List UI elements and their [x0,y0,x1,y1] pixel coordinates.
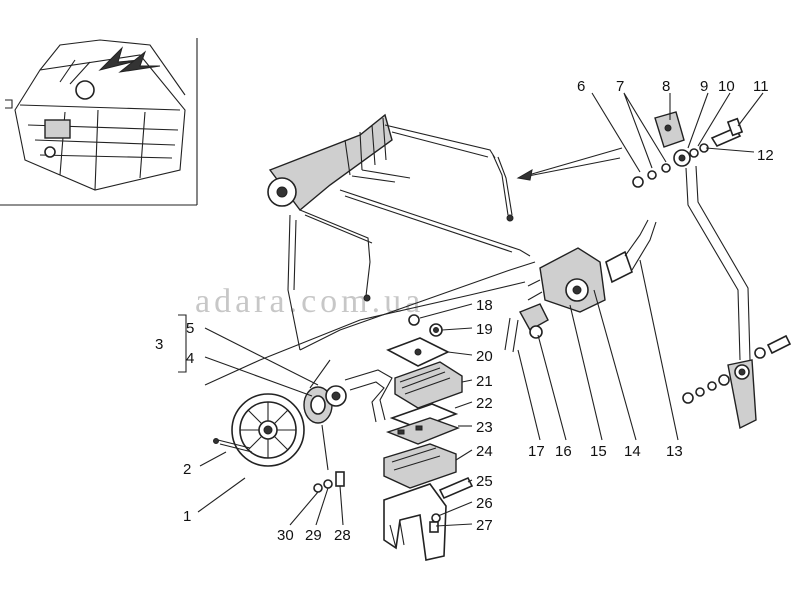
callout-10: 10 [718,78,735,95]
callout-3: 3 [155,336,163,353]
callout-22: 22 [476,395,493,412]
callout-28: 28 [334,527,351,544]
callout-1: 1 [183,508,191,525]
bracket-assembly [632,111,792,430]
callout-13: 13 [666,443,683,460]
frame-line-middle [299,261,536,351]
watermark-text: adara.com.ua [195,283,424,320]
callout-15: 15 [590,443,607,460]
callout-4: 4 [186,350,194,367]
callout-19: 19 [476,321,493,338]
callout-6: 6 [577,78,585,95]
callout-24: 24 [476,443,493,460]
callout-9: 9 [700,78,708,95]
callout-20: 20 [476,348,493,365]
callout-labels: 1 2 3 4 5 6 7 8 9 10 11 12 13 14 15 16 1… [155,78,774,544]
valve-block-assembly [344,314,474,561]
drive-housing-assembly [504,219,657,353]
callout-30: 30 [277,527,294,544]
callout-21: 21 [476,373,493,390]
callout-29: 29 [305,527,322,544]
callout-16: 16 [555,443,572,460]
callout-11: 11 [753,78,769,95]
callout-26: 26 [476,495,493,512]
frame-line-lower [204,281,526,386]
callout-7: 7 [616,78,624,95]
callout-5: 5 [186,320,194,337]
callout-17: 17 [528,443,545,460]
leader-lines [178,92,764,527]
callout-14: 14 [624,443,641,460]
callout-18: 18 [476,297,493,314]
inset-overview [0,38,198,206]
callout-12: 12 [757,147,774,164]
callout-25: 25 [476,473,493,490]
callout-8: 8 [662,78,670,95]
callout-27: 27 [476,517,493,534]
pulley-assembly [213,359,347,493]
callout-2: 2 [183,461,191,478]
upper-mechanism [267,113,623,351]
callout-23: 23 [476,419,493,436]
